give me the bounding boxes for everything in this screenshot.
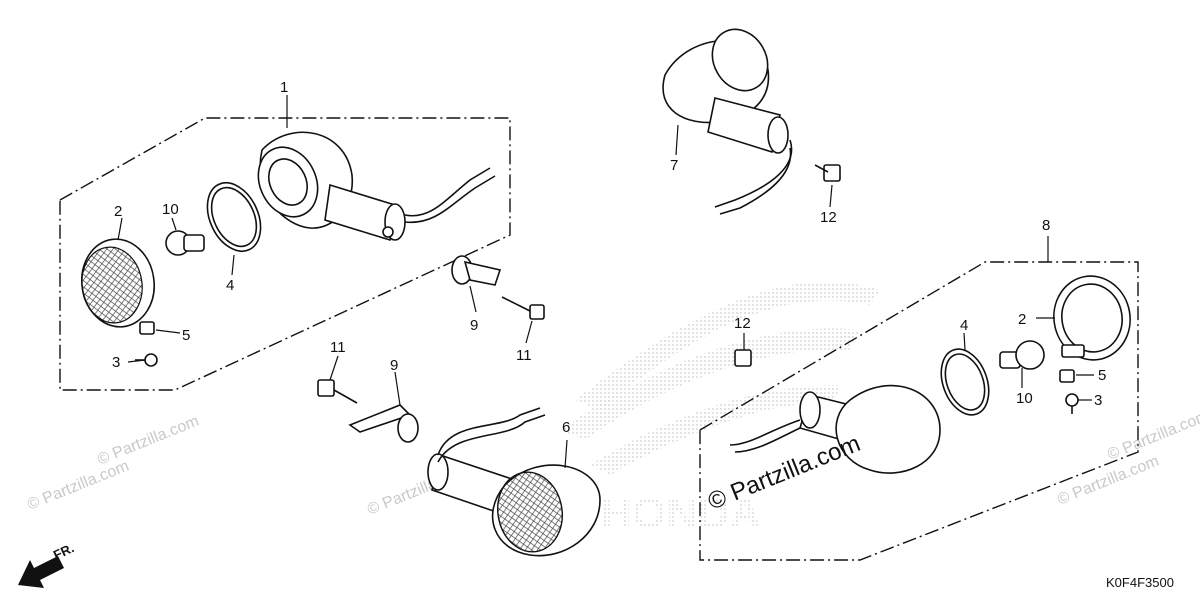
- nut-5: [139, 321, 155, 335]
- callout-4: 4: [226, 277, 234, 294]
- bracket-9: [348, 404, 419, 443]
- callout-9: 9: [390, 357, 398, 374]
- watermark-text: © Partzilla.com: [25, 458, 131, 514]
- bulb-10: [165, 230, 205, 256]
- callout-12: 12: [734, 315, 751, 332]
- callout-11: 11: [516, 347, 532, 364]
- callout-3: 3: [112, 354, 120, 371]
- callout-10: 10: [162, 201, 179, 218]
- turn-signal-housing-7: [662, 28, 793, 215]
- callout-7: 7: [670, 157, 678, 174]
- callout-1: 1: [280, 79, 288, 96]
- callout-9: 9: [470, 317, 478, 334]
- callout-5: 5: [1098, 367, 1106, 384]
- bolt-12: [814, 164, 841, 182]
- turn-signal-housing-1: [257, 131, 496, 242]
- diagram-code: K0F4F3500: [1106, 575, 1174, 590]
- honda-brand-text: HONDA: [600, 489, 761, 538]
- watermark-text: © Partzilla.com: [95, 413, 201, 469]
- nut-5: [1059, 369, 1075, 383]
- screw-3: [1065, 393, 1079, 414]
- callout-6: 6: [562, 419, 570, 436]
- lens-2: [1053, 275, 1131, 361]
- gasket-4: [206, 182, 262, 252]
- callout-8: 8: [1042, 217, 1050, 234]
- bolt-11: [501, 296, 545, 320]
- callout-5: 5: [182, 327, 190, 344]
- callout-3: 3: [1094, 392, 1102, 409]
- watermark-text: © Partzilla.com: [1055, 453, 1161, 509]
- callout-4: 4: [960, 317, 968, 334]
- assembly-1-outline: [59, 117, 511, 391]
- turn-signal-housing-6: [427, 407, 601, 557]
- honda-wing-watermark: HONDA: [560, 282, 880, 538]
- callout-2: 2: [114, 203, 122, 220]
- turn-signal-housing-8: [729, 384, 941, 474]
- gasket-4: [940, 348, 990, 416]
- front-label: FR.: [51, 540, 76, 562]
- callout-12: 12: [820, 209, 837, 226]
- screw-3: [135, 353, 158, 367]
- callout-11: 11: [330, 339, 346, 356]
- bracket-9: [451, 255, 502, 286]
- lens-2: [81, 238, 155, 328]
- bolt-12: [734, 349, 752, 367]
- partzilla-watermark: © Partzilla.com: [704, 430, 864, 516]
- bolt-11: [317, 379, 358, 404]
- assembly-8-outline: [699, 261, 1139, 561]
- bulb-10: [999, 340, 1045, 370]
- front-direction-arrow: FR.: [18, 540, 76, 588]
- callout-2: 2: [1018, 311, 1026, 328]
- callout-10: 10: [1016, 390, 1033, 407]
